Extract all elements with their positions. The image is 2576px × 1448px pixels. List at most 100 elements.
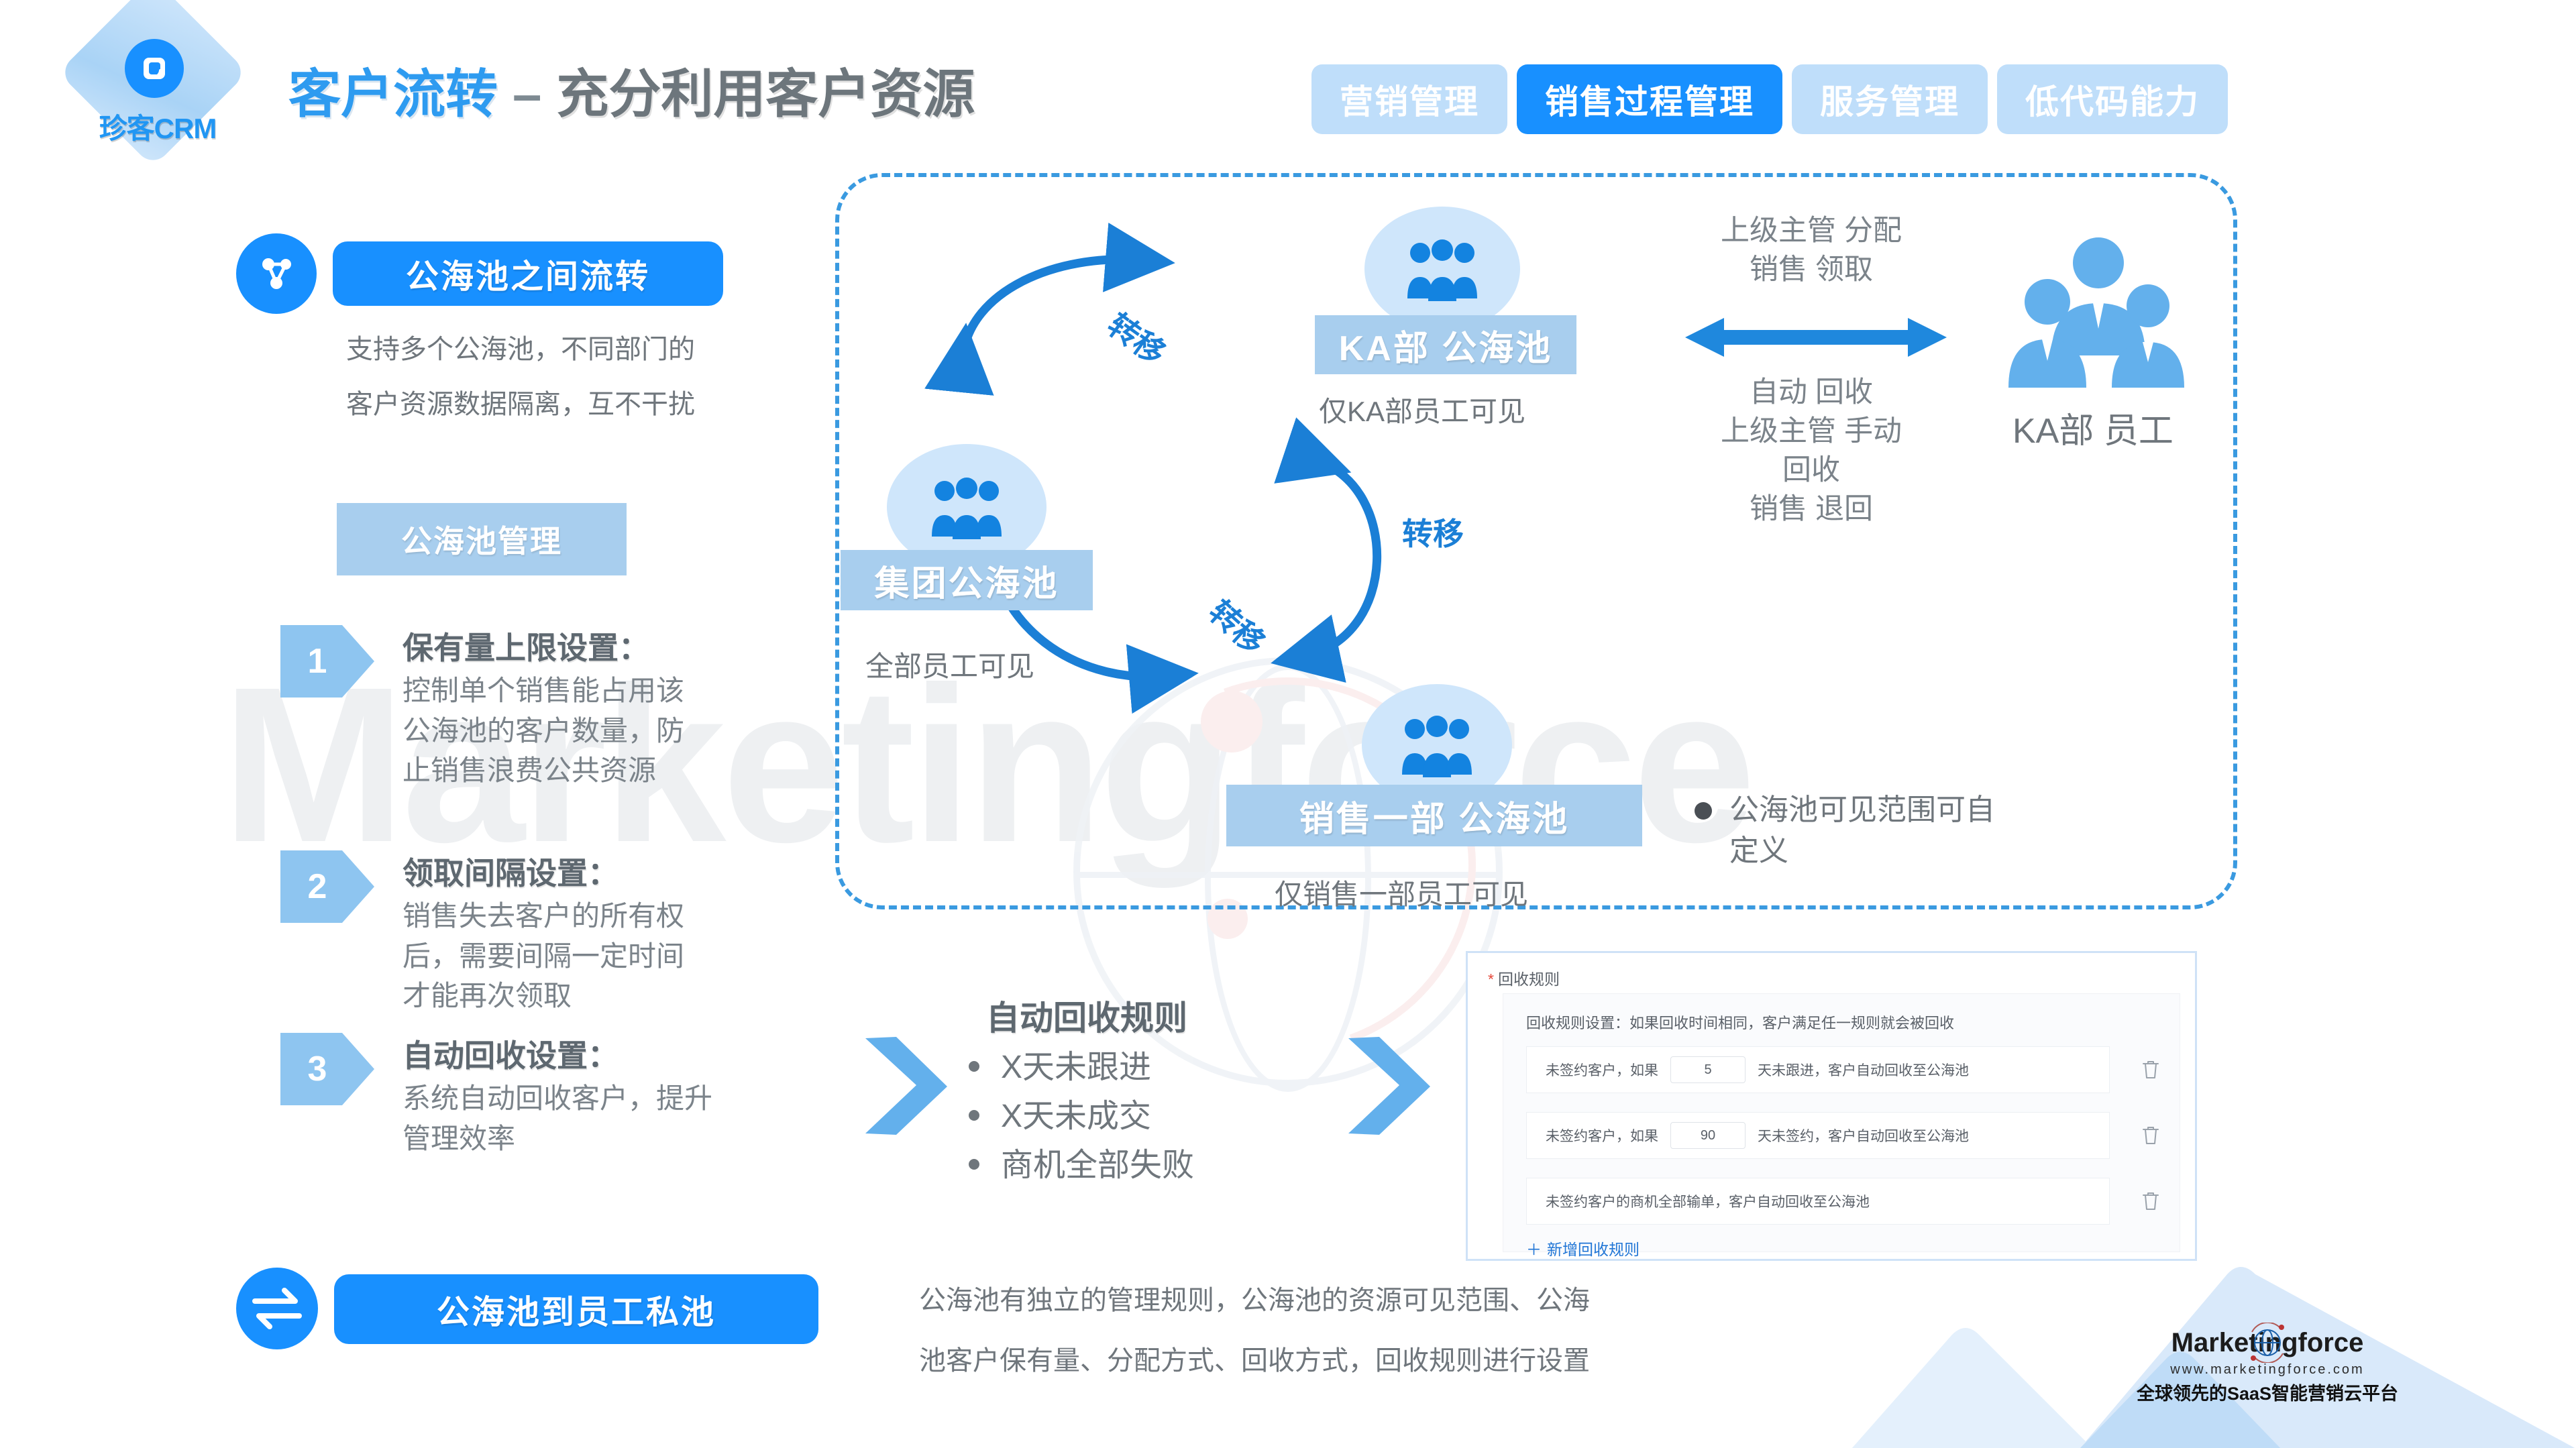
add-rule-label: 新增回收规则 [1547,1241,1640,1258]
add-rule-button[interactable]: ＋ 新增回收规则 [1526,1237,1640,1260]
trash-icon[interactable] [2139,1123,2162,1146]
rule-days-input[interactable]: 5 [1670,1056,1746,1083]
tab-service[interactable]: 服务管理 [1792,64,1988,134]
rule-prefix: 未签约客户的商机全部输单，客户自动回收至公海池 [1546,1194,1870,1210]
section-tabs[interactable]: 营销管理 销售过程管理 服务管理 低代码能力 [1311,64,2228,134]
rule-row[interactable]: 未签约客户的商机全部输单，客户自动回收至公海池 [1526,1178,2110,1225]
flow-line: 销售 领取 [1750,254,1873,286]
step-number-badge-1: 1 [280,625,374,698]
logo-name: 珍客CRM [99,113,217,144]
tab-marketing[interactable]: 营销管理 [1311,64,1507,134]
rule-prefix: 未签约客户，如果 [1546,1129,1658,1144]
staff-group-icon [1999,228,2187,419]
tab-sales-process[interactable]: 销售过程管理 [1517,64,1782,134]
globe-orbit-icon [2239,1321,2296,1366]
node-sub-ka-pool: 仅KA部员工可见 [1319,396,1526,427]
step-number-1: 1 [307,642,327,681]
step-body-line: 系统自动回收客户，提升 [402,1082,713,1114]
section-pill-public-pool-transfer: 公海池之间流转 [333,241,723,306]
screenshot-field-label: *回收规则 [1488,966,1560,989]
step-number-badge-3: 3 [280,1033,374,1105]
footer-brand: Marketingforce www.marketingforce.com 全球… [2127,1321,2408,1405]
step-body-2: 销售失去客户的所有权 后，需要间隔一定时间 才能再次领取 [402,896,684,1016]
auto-rules-title: 自动回收规则 [986,999,1187,1037]
required-asterisk: * [1488,970,1494,988]
flow-line: 上级主管 分配 [1721,215,1902,247]
auto-rule-item: 商机全部失败 [959,1141,1194,1190]
diagram-panel [835,173,2237,909]
rule-row[interactable]: 未签约客户，如果 90 天未签约，客户自动回收至公海池 [1526,1112,2110,1159]
rule-suffix: 天未跟进，客户自动回收至公海池 [1758,1063,1969,1078]
flow-line: 上级主管 手动 [1721,415,1902,448]
step-number-2: 2 [307,867,327,906]
crm-logo-icon [125,39,184,98]
bidirectional-arrow [1685,318,1947,357]
rule-row[interactable]: 未签约客户，如果 5 天未跟进，客户自动回收至公海池 [1526,1046,2110,1093]
trash-icon[interactable] [2139,1058,2162,1080]
step-title-2: 领取间隔设置： [402,856,619,891]
chevron-arrow-right-1 [859,1033,953,1144]
step-title-3: 自动回收设置： [402,1038,619,1073]
footer-slogan: 全球领先的SaaS智能营销云平台 [2136,1384,2399,1404]
visibility-note-text: 公海池可见范围可自定义 [1729,793,1995,867]
step-body-line: 公海池的客户数量，防 [402,714,685,746]
node-sub-group-pool: 全部员工可见 [865,651,1035,682]
group-people-icon [1364,207,1520,331]
transfer-label-2: 转移 [1402,516,1464,551]
step-number-badge-2: 2 [280,850,374,923]
rule-days-input[interactable]: 90 [1670,1122,1746,1149]
rules-hint-text: 回收规则设置：如果回收时间相同，客户满足任一规则就会被回收 [1526,1015,1955,1032]
auto-rule-item: X天未成交 [959,1093,1194,1141]
node-label-group-pool: 集团公海池 [841,550,1093,610]
auto-rules-list: X天未跟进 X天未成交 商机全部失败 [959,1044,1194,1190]
rule-suffix: 天未签约，客户自动回收至公海池 [1758,1129,1969,1144]
section-pill-pool-to-private: 公海池到员工私池 [334,1274,818,1344]
flow-assign-text: 上级主管 分配 销售 领取 [1664,211,1959,289]
page-title: 客户流转–充分利用客户资源 [288,52,975,127]
step-body-1: 控制单个销售能占用该 公海池的客户数量，防 止销售浪费公共资源 [402,671,684,791]
recycle-rules-screenshot[interactable]: *回收规则 回收规则设置：如果回收时间相同，客户满足任一规则就会被回收 未签约客… [1466,951,2197,1261]
share-nodes-icon [236,233,317,314]
rules-container: 回收规则设置：如果回收时间相同，客户满足任一规则就会被回收 未签约客户，如果 5… [1503,993,2180,1258]
page-title-dash: – [513,64,542,123]
step-title-1: 保有量上限设置： [402,630,649,665]
node-label-sales1-pool: 销售一部 公海池 [1226,785,1642,846]
decor-mountain-back [1851,1247,2576,1448]
section1-desc-line2: 客户资源数据隔离，互不干扰 [346,390,695,419]
step-body-line: 止销售浪费公共资源 [402,755,657,787]
brand-logo: 珍客CRM [58,0,260,180]
step-body-3: 系统自动回收客户，提升 管理效率 [402,1078,712,1158]
node-sub-sales1-pool: 仅销售一部员工可见 [1275,879,1529,910]
plus-icon: ＋ [1526,1241,1542,1258]
tab-lowcode[interactable]: 低代码能力 [1997,64,2228,134]
page-title-primary: 客户流转 [288,64,498,123]
trash-icon[interactable] [2139,1189,2162,1212]
step-body-line: 才能再次领取 [402,980,572,1012]
page-title-secondary: 充分利用客户资源 [556,64,975,123]
flow-line: 自动 回收 [1750,376,1873,408]
section1-desc-line1: 支持多个公海池，不同部门的 [346,335,695,364]
subheading-public-pool-management: 公海池管理 [337,503,627,575]
flow-line: 销售 退回 [1750,493,1873,526]
staff-label: KA部 员工 [2012,412,2174,451]
screenshot-field-label-text: 回收规则 [1497,970,1560,988]
rule-prefix: 未签约客户，如果 [1546,1063,1658,1078]
section2-desc-line2: 池客户保有量、分配方式、回收方式，回收规则进行设置 [919,1346,1590,1376]
chevron-arrow-right-2 [1342,1033,1436,1144]
step-body-line: 控制单个销售能占用该 [402,675,685,706]
node-label-ka-pool: KA部 公海池 [1315,315,1576,374]
bullet-dot-icon [1695,802,1712,820]
flow-recycle-text: 自动 回收 上级主管 手动 回收 销售 退回 [1657,373,1966,528]
auto-rule-item: X天未跟进 [959,1044,1194,1093]
watermark-dot [1201,691,1263,753]
flow-line: 回收 [1782,454,1840,487]
step-number-3: 3 [307,1050,327,1089]
group-people-icon [1362,684,1512,806]
section2-desc-line1: 公海池有独立的管理规则，公海池的资源可见范围、公海 [919,1286,1590,1315]
step-body-line: 销售失去客户的所有权 [402,900,685,932]
step-body-line: 管理效率 [402,1122,516,1154]
visibility-note: 公海池可见范围可自定义 [1695,790,2010,871]
group-people-icon [887,444,1046,570]
footer-url: www.marketingforce.com [2170,1362,2365,1377]
step-body-line: 后，需要间隔一定时间 [402,940,685,972]
